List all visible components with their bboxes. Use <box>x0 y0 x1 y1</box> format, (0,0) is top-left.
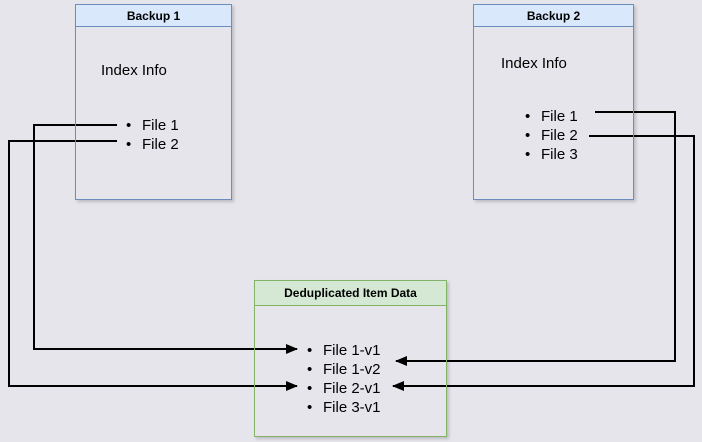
list-item: File 2-v1 <box>307 379 381 398</box>
backup1-title: Backup 1 <box>76 5 231 27</box>
backup2-title: Backup 2 <box>474 5 633 27</box>
list-item: File 2 <box>126 135 179 154</box>
backup2-file-list: File 1File 2File 3 <box>525 107 578 164</box>
list-item: File 1 <box>126 116 179 135</box>
dedup-title: Deduplicated Item Data <box>255 281 446 306</box>
list-item: File 1-v2 <box>307 360 381 379</box>
backup1-index-info-label: Index Info <box>101 62 167 79</box>
list-item: File 3 <box>525 145 578 164</box>
list-item: File 1-v1 <box>307 341 381 360</box>
list-item: File 2 <box>525 126 578 145</box>
dedup-file-list: File 1-v1File 1-v2File 2-v1File 3-v1 <box>307 341 381 417</box>
list-item: File 1 <box>525 107 578 126</box>
backup2-index-info-label: Index Info <box>501 55 567 72</box>
dedup-box: Deduplicated Item Data File 1-v1File 1-v… <box>254 280 447 437</box>
backup1-file-list: File 1File 2 <box>126 116 179 154</box>
backup1-box: Backup 1 Index Info File 1File 2 <box>75 4 232 200</box>
list-item: File 3-v1 <box>307 398 381 417</box>
backup2-box: Backup 2 Index Info File 1File 2File 3 <box>473 4 634 200</box>
